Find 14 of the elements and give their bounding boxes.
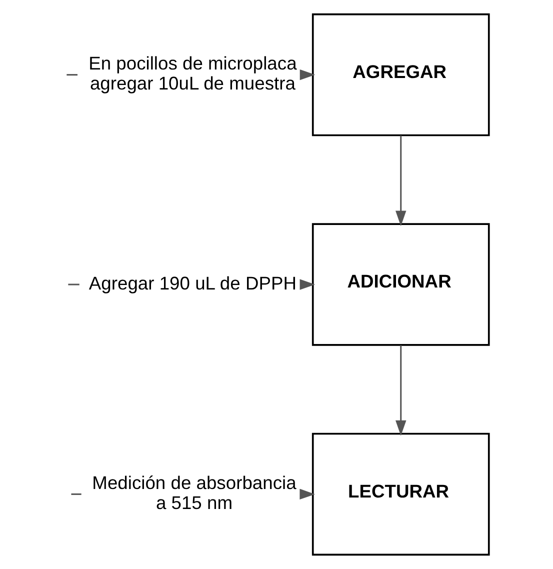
node-box: AGREGAR — [311, 13, 490, 136]
node-box: LECTURAR — [311, 432, 490, 556]
connector — [66, 74, 77, 76]
node-text: En pocillos de microplaca agregar 10uL de muestra — [88, 52, 296, 94]
arrow — [395, 345, 406, 436]
arrow — [299, 488, 315, 500]
node-text: Medición de absorbancia a 515 nm — [92, 472, 296, 513]
connector — [70, 493, 81, 495]
node-box: ADICIONAR — [311, 223, 490, 346]
node-text: Agregar 190 uL de DPPH — [88, 272, 296, 294]
arrow — [299, 69, 315, 80]
connector — [68, 284, 79, 286]
arrow — [299, 279, 315, 290]
arrow — [395, 136, 406, 226]
